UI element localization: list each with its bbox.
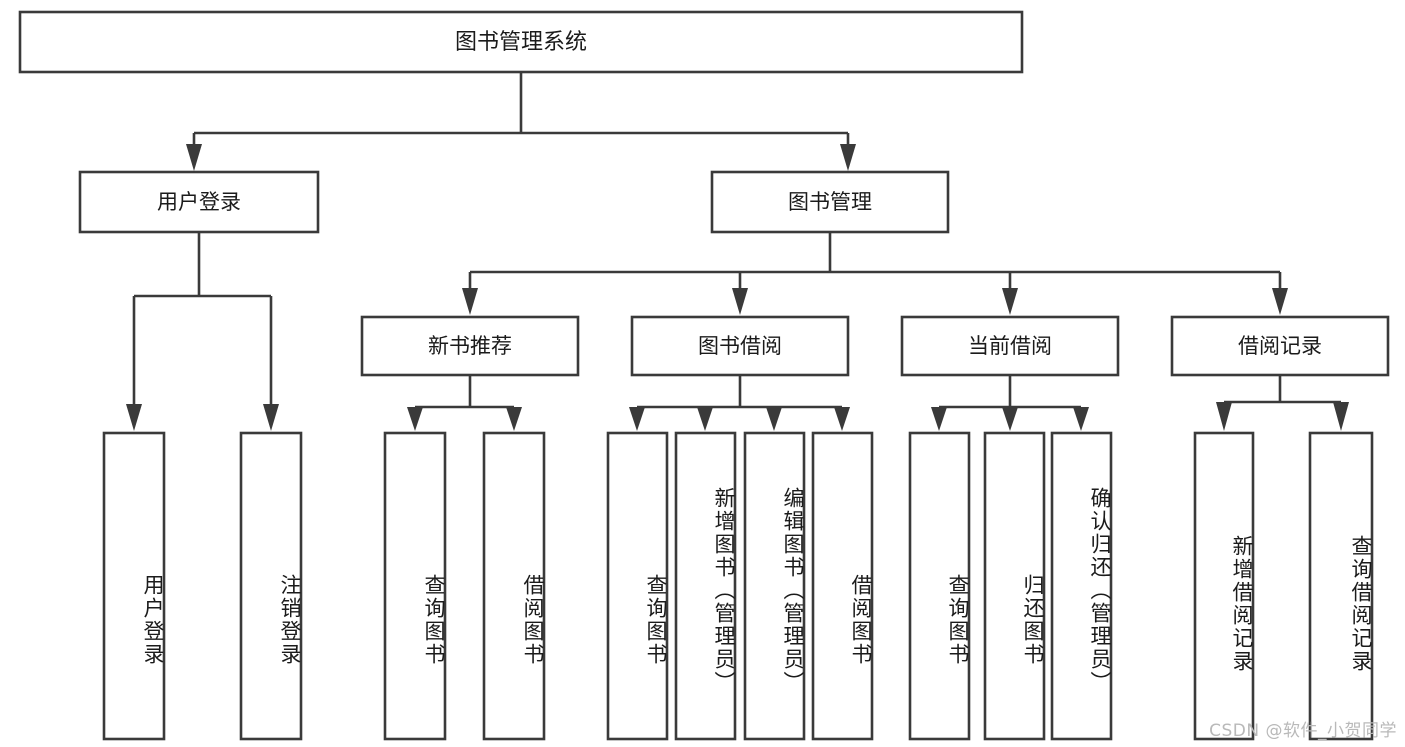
level2-label-book-management: 图书管理 xyxy=(788,190,872,214)
leaf-box-query-book-2[interactable] xyxy=(606,431,669,741)
arrow-head-icon xyxy=(1216,402,1232,431)
leaf-box-query-borrow-record[interactable] xyxy=(1308,431,1374,741)
node-book-management[interactable]: 图书管理 xyxy=(710,170,950,234)
arrow-head-icon xyxy=(1333,402,1349,431)
csdn-watermark: CSDN @软件_小贺同学 xyxy=(1209,721,1397,741)
arrow-head-icon xyxy=(1272,288,1288,315)
arrow-head-icon xyxy=(263,404,279,431)
root-box[interactable] xyxy=(18,10,1024,74)
leaf-boxes xyxy=(102,431,1374,741)
arrow-head-icon xyxy=(462,288,478,315)
level3-label-current-borrow: 当前借阅 xyxy=(968,334,1052,358)
level3-box-current-borrow[interactable] xyxy=(900,315,1120,377)
level3-label-borrow-record: 借阅记录 xyxy=(1238,334,1322,358)
leaf-box-confirm-return-admin[interactable] xyxy=(1050,431,1113,741)
level3-label-new-book-recommend: 新书推荐 xyxy=(428,334,512,358)
arrow-head-icon xyxy=(1002,288,1018,315)
node-user-login[interactable]: 用户登录 xyxy=(78,170,320,234)
connector-current-borrow-to-leaves xyxy=(931,375,1089,431)
arrow-head-icon xyxy=(186,144,202,171)
arrow-head-icon xyxy=(629,407,645,431)
arrow-head-icon xyxy=(732,288,748,315)
root-label: 图书管理系统 xyxy=(455,30,587,55)
leaf-box-add-borrow-record[interactable] xyxy=(1193,431,1255,741)
arrow-head-icon xyxy=(506,407,522,431)
leaf-box-borrow-book-2[interactable] xyxy=(811,431,874,741)
arrow-head-icon xyxy=(697,407,713,431)
connector-user-login-to-leaves xyxy=(126,232,279,431)
node-current-borrow[interactable]: 当前借阅 xyxy=(900,315,1120,377)
arrow-head-icon xyxy=(840,144,856,171)
node-root[interactable]: 图书管理系统 xyxy=(18,10,1024,74)
leaf-box-add-book-admin[interactable] xyxy=(674,431,737,741)
connector-new-book-recommend-to-leaves xyxy=(407,375,522,431)
level2-box-user-login[interactable] xyxy=(78,170,320,234)
connector-book-borrow-to-leaves xyxy=(629,375,850,431)
leaf-box-user-login[interactable] xyxy=(102,431,166,741)
arrow-head-icon xyxy=(1002,407,1018,431)
level3-box-new-book-recommend[interactable] xyxy=(360,315,580,377)
leaf-box-return-book[interactable] xyxy=(983,431,1046,741)
leaf-box-query-book-3[interactable] xyxy=(908,431,971,741)
connector-borrow-record-to-leaves xyxy=(1216,375,1349,431)
leaf-box-query-book-1[interactable] xyxy=(383,431,447,741)
level2-label-user-login: 用户登录 xyxy=(157,190,241,214)
connector-root-to-level2 xyxy=(186,72,856,171)
node-new-book-recommend[interactable]: 新书推荐 xyxy=(360,315,580,377)
connector-book-management-to-level3 xyxy=(462,232,1288,315)
arrow-head-icon xyxy=(126,404,142,431)
arrow-head-icon xyxy=(1073,407,1089,431)
level3-label-book-borrow: 图书借阅 xyxy=(698,334,782,358)
arrow-head-icon xyxy=(931,407,947,431)
leaf-box-edit-book-admin[interactable] xyxy=(743,431,806,741)
node-borrow-record[interactable]: 借阅记录 xyxy=(1170,315,1390,377)
arrow-head-icon xyxy=(766,407,782,431)
arrow-head-icon xyxy=(834,407,850,431)
arrow-head-icon xyxy=(407,407,423,431)
leaf-box-borrow-book-1[interactable] xyxy=(482,431,546,741)
node-book-borrow[interactable]: 图书借阅 xyxy=(630,315,850,377)
leaf-box-logout[interactable] xyxy=(239,431,303,741)
